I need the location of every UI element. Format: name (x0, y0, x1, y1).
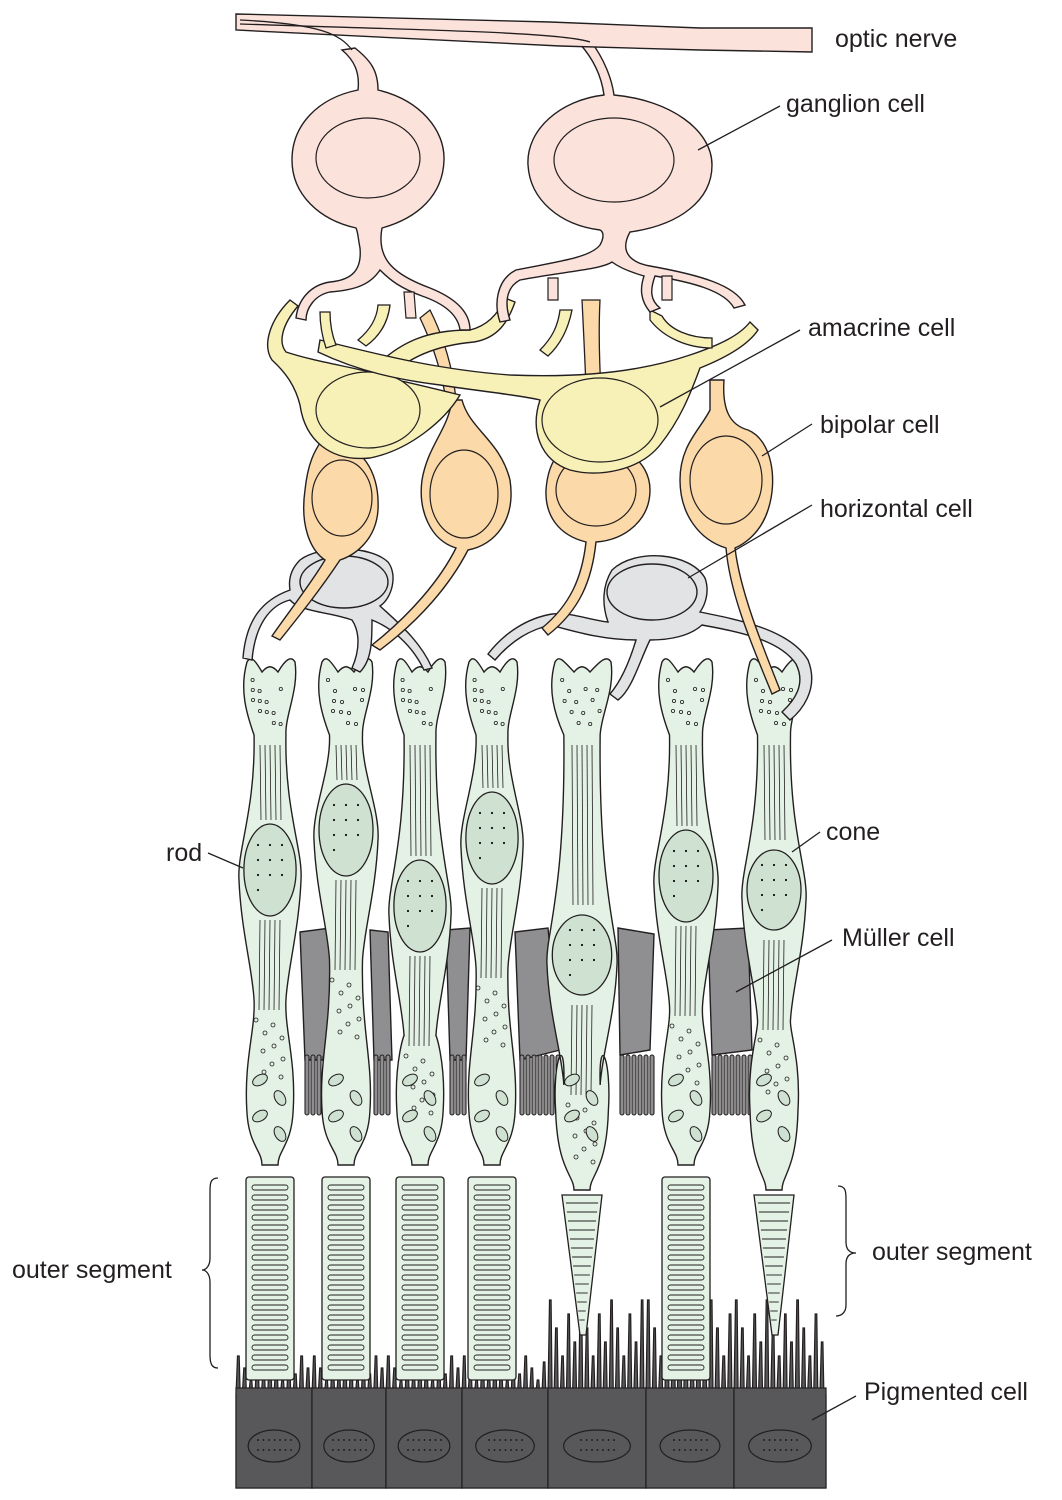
rod-cell (389, 659, 451, 1380)
pigmented-cell-nucleus (324, 1430, 374, 1462)
photoreceptor-nucleus (244, 824, 296, 916)
amacrine-dendrite (358, 305, 390, 346)
photoreceptor-nucleus (552, 915, 611, 995)
label-amacrine-cell: amacrine cell (808, 314, 955, 342)
bipolar-cell (680, 380, 780, 694)
outer-segment-brace-right (836, 1186, 856, 1316)
pigmented-cell-nucleus (564, 1430, 631, 1462)
muller-cell (708, 928, 752, 1055)
amacrine-cell-layer (268, 298, 758, 473)
pigmented-cell (548, 1300, 646, 1488)
label-outer-segment-right: outer segment (872, 1238, 1032, 1266)
label-rod: rod (166, 839, 202, 867)
rod-cell (461, 659, 523, 1380)
rod-outer-segment (468, 1177, 516, 1380)
muller-cell (446, 928, 470, 1060)
photoreceptor-nucleus (747, 850, 801, 930)
amacrine-dendrite (540, 310, 572, 356)
photoreceptor-nucleus (319, 784, 373, 876)
ganglion-cell-nucleus (554, 118, 674, 202)
optic-nerve-bundle (236, 14, 812, 52)
muller-cell (370, 930, 392, 1060)
ganglion-cell-nucleus (316, 118, 420, 198)
amacrine-dendrite (650, 310, 712, 348)
pigmented-cell-nucleus (660, 1430, 720, 1462)
bipolar-cell-nucleus (690, 436, 762, 524)
cone-outer-segment (754, 1195, 794, 1335)
pigmented-cell-nucleus (398, 1430, 450, 1462)
label-pigmented-cell: Pigmented cell (864, 1378, 1028, 1406)
bipolar-cell-nucleus (430, 450, 498, 538)
label-cone: cone (826, 818, 880, 846)
rod-cell (239, 659, 301, 1380)
amacrine-cell-nucleus (542, 378, 658, 462)
ganglion-dendrite (548, 278, 558, 300)
ganglion-dendrite (404, 292, 416, 318)
optic-nerve (236, 14, 812, 52)
photoreceptor-nucleus (394, 860, 446, 952)
pigmented-cell (734, 1300, 826, 1488)
photoreceptor-nucleus (466, 792, 518, 884)
label-muller-cell: Müller cell (842, 924, 955, 952)
label-ganglion-cell: ganglion cell (786, 90, 925, 118)
rod-outer-segment (396, 1177, 444, 1380)
outer-segment-brace-left (202, 1178, 218, 1368)
rod-outer-segment (662, 1177, 710, 1380)
labels: optic nerve ganglion cell amacrine cell … (12, 25, 1032, 1420)
amacrine-cell-nucleus (316, 372, 420, 448)
bipolar-cell-nucleus (312, 460, 372, 536)
label-horizontal-cell: horizontal cell (820, 495, 973, 523)
pigmented-cell-nucleus (248, 1430, 300, 1462)
muller-cell (618, 928, 654, 1055)
cone-cell (547, 659, 617, 1335)
cone-cell (742, 659, 806, 1335)
horizontal-cell-nucleus (607, 564, 697, 620)
pigmented-cell-nucleus (749, 1430, 812, 1462)
pigmented-cell-nucleus (476, 1430, 534, 1462)
rod-outer-segment (322, 1177, 370, 1380)
label-outer-segment-left: outer segment (12, 1256, 172, 1284)
rod-cell (654, 659, 718, 1380)
label-optic-nerve: optic nerve (835, 25, 957, 53)
rod-outer-segment (246, 1177, 294, 1380)
ganglion-cell-layer (292, 40, 745, 330)
label-bipolar-cell: bipolar cell (820, 411, 940, 439)
ganglion-dendrite (662, 276, 672, 300)
photoreceptor-nucleus (659, 830, 713, 922)
